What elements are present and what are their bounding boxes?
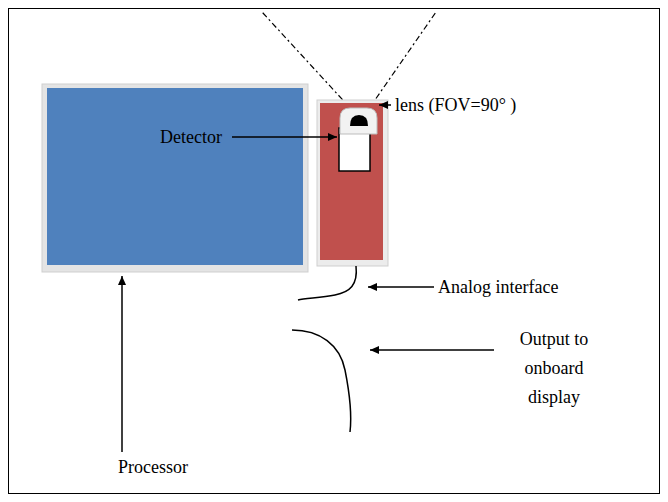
leader-arrow — [368, 286, 434, 288]
detector-label: Detector — [160, 126, 222, 148]
leader-arrow — [232, 136, 337, 138]
lens — [350, 115, 368, 126]
analog-wire — [298, 266, 356, 300]
leader-arrow — [370, 349, 494, 351]
sensor-housing — [317, 100, 388, 266]
lens-housing — [340, 108, 377, 134]
processor-housing — [42, 84, 308, 272]
leader-arrow — [121, 276, 123, 452]
output-label: Output to onboard display — [498, 325, 610, 412]
sensor-body — [320, 103, 383, 260]
leader-arrow — [379, 104, 391, 106]
interface-label: Analog interface — [438, 276, 558, 298]
output-wire — [292, 330, 351, 432]
lens-label: lens (FOV=90° ) — [395, 94, 516, 116]
frame — [9, 9, 660, 494]
processor-label: Processor — [118, 456, 188, 478]
processor-block — [47, 88, 303, 265]
